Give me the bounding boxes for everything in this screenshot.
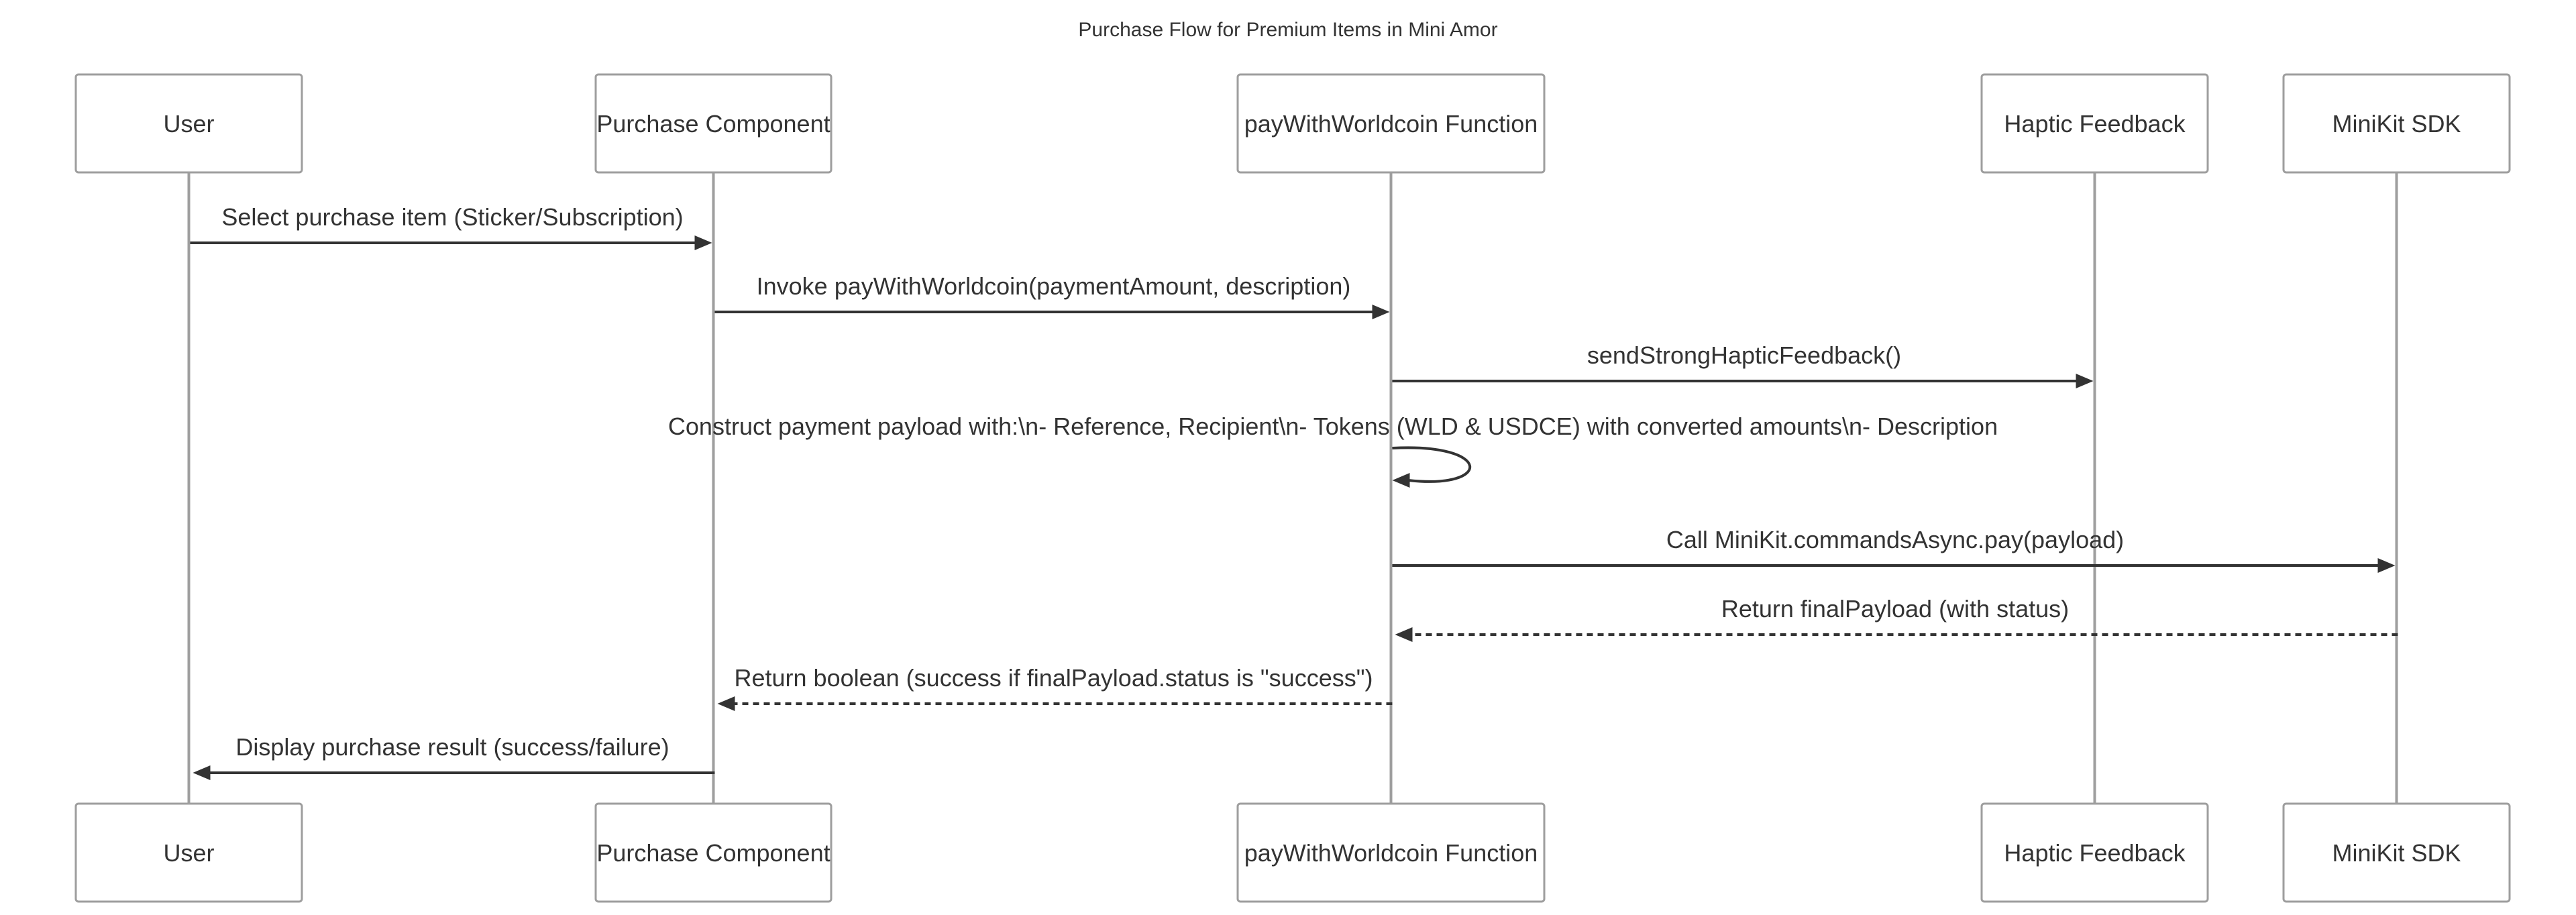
participant-box	[1236, 802, 1546, 903]
message-8: Display purchase result (success/failure…	[193, 733, 715, 780]
arrowhead	[2377, 558, 2396, 573]
message-label: sendStrongHapticFeedback()	[1587, 341, 1901, 369]
participant-box	[2282, 802, 2511, 903]
message-label: Display purchase result (success/failure…	[235, 733, 669, 761]
participant-label: Haptic Feedback	[2004, 839, 2186, 867]
participant-box	[594, 73, 833, 174]
participant-label: User	[163, 839, 214, 867]
participant-label: Purchase Component	[596, 110, 830, 138]
participant-pay-top: payWithWorldcoin Function	[1236, 73, 1546, 174]
message-label: Construct payment payload with:\n- Refer…	[668, 413, 1998, 440]
arrowhead	[1372, 305, 1390, 319]
participant-minikit-bottom: MiniKit SDK	[2282, 802, 2511, 903]
participant-purchase-top: Purchase Component	[594, 73, 833, 174]
message-label: Select purchase item (Sticker/Subscripti…	[221, 203, 683, 231]
participant-haptic-bottom: Haptic Feedback	[1980, 802, 2209, 903]
participant-label: payWithWorldcoin Function	[1244, 110, 1538, 138]
message-label: Call MiniKit.commandsAsync.pay(payload)	[1666, 526, 2124, 553]
participant-box	[594, 802, 833, 903]
participant-label: payWithWorldcoin Function	[1244, 839, 1538, 867]
message-label: Return boolean (success if finalPayload.…	[735, 664, 1373, 692]
message-5: Call MiniKit.commandsAsync.pay(payload)	[1392, 526, 2396, 573]
arrowhead	[2076, 374, 2094, 388]
arrowhead	[193, 765, 211, 780]
message-2: Invoke payWithWorldcoin(paymentAmount, d…	[714, 272, 1390, 319]
arrowhead	[717, 696, 735, 711]
participant-box	[1236, 73, 1546, 174]
participant-user-bottom: User	[74, 802, 303, 903]
diagram-title: Purchase Flow for Premium Items in Mini …	[1078, 19, 1497, 41]
participant-box	[1980, 73, 2209, 174]
participant-box	[1980, 802, 2209, 903]
arrowhead	[694, 235, 712, 250]
message-1: Select purchase item (Sticker/Subscripti…	[190, 203, 712, 250]
participant-label: Haptic Feedback	[2004, 110, 2186, 138]
participant-label: Purchase Component	[596, 839, 830, 867]
message-label: Invoke payWithWorldcoin(paymentAmount, d…	[757, 272, 1351, 300]
participant-pay-bottom: payWithWorldcoin Function	[1236, 802, 1546, 903]
message-7: Return boolean (success if finalPayload.…	[717, 664, 1393, 711]
participant-user-top: User	[74, 73, 303, 174]
participant-box	[74, 73, 303, 174]
arrowhead	[1392, 473, 1410, 488]
participant-purchase-bottom: Purchase Component	[594, 802, 833, 903]
participant-label: User	[163, 110, 214, 138]
participant-box	[74, 802, 303, 903]
messages: Select purchase item (Sticker/Subscripti…	[190, 203, 2398, 780]
message-label: Return finalPayload (with status)	[1721, 595, 2069, 623]
participant-minikit-top: MiniKit SDK	[2282, 73, 2511, 174]
participant-label: MiniKit SDK	[2332, 839, 2461, 867]
participant-label: MiniKit SDK	[2332, 110, 2461, 138]
self-call-arrow	[1392, 446, 1472, 483]
message-4: Construct payment payload with:\n- Refer…	[668, 413, 1998, 488]
arrowhead	[1395, 627, 1413, 642]
message-3: sendStrongHapticFeedback()	[1392, 341, 2094, 388]
participant-haptic-top: Haptic Feedback	[1980, 73, 2209, 174]
participant-box	[2282, 73, 2511, 174]
message-6: Return finalPayload (with status)	[1395, 595, 2398, 642]
lifelines	[187, 172, 2398, 804]
